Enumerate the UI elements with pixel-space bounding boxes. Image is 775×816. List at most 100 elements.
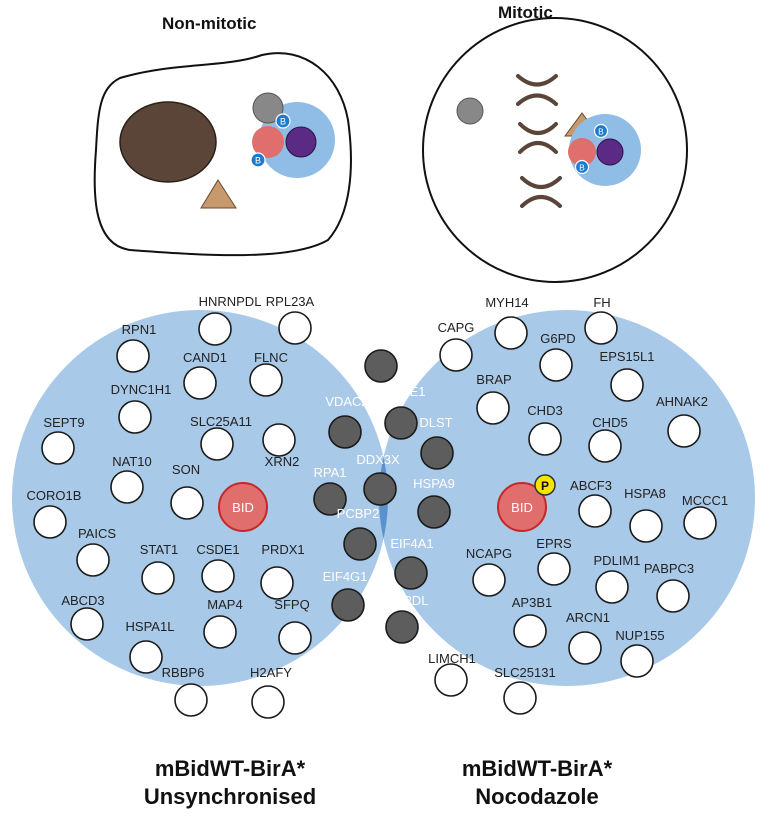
overlap-protein-node: VDAC2	[325, 394, 369, 449]
protein-label: VDAC2	[325, 394, 368, 409]
protein-label: RPL23A	[266, 294, 315, 309]
left-protein-node: DYNC1H1	[111, 382, 172, 434]
left-condition-label: mBidWT-BirA* Unsynchronised	[70, 755, 390, 811]
svg-text:P: P	[541, 479, 549, 493]
protein-label: PABPC3	[644, 561, 694, 576]
protein-label: BRAP	[476, 372, 511, 387]
protein-label: RPN1	[122, 322, 157, 337]
overlap-protein-node: EIF4A1	[390, 536, 434, 590]
right-protein-node: EPS15L1	[600, 349, 655, 402]
left-condition-line1: mBidWT-BirA*	[154, 756, 306, 781]
right-protein-node: MYH14	[485, 295, 529, 350]
phospho-badge: P	[534, 474, 556, 496]
protein-circle	[385, 610, 419, 644]
svg-text:BID: BID	[232, 500, 254, 515]
chromosome	[520, 176, 562, 208]
protein-label: SLC25A11	[190, 414, 252, 429]
left-protein-node: CAND1	[183, 350, 227, 400]
protein-label: PRDX1	[261, 542, 304, 557]
right-protein-node: AHNAK2	[656, 394, 708, 448]
purple-organelle	[285, 126, 317, 158]
protein-circle	[328, 415, 362, 449]
right-protein-node: ABCF3	[570, 478, 612, 528]
protein-circle	[249, 363, 283, 397]
protein-circle	[141, 561, 175, 595]
left-protein-node: NAT10	[110, 454, 152, 504]
overlap-protein-node: DLST	[419, 415, 454, 470]
protein-circle	[384, 406, 418, 440]
protein-circle	[434, 663, 468, 697]
left-protein-node: HNRNPDL	[198, 294, 262, 346]
protein-circle	[584, 311, 618, 345]
left-protein-node: SEPT9	[41, 415, 85, 465]
left-protein-node: FLNC	[249, 350, 288, 397]
protein-label: RPA1	[314, 465, 347, 480]
protein-label: SLC25131	[494, 665, 555, 680]
protein-circle	[513, 614, 547, 648]
protein-circle	[170, 486, 204, 520]
protein-circle	[417, 495, 451, 529]
protein-circle	[629, 509, 663, 543]
overlap-protein-node: HNRNPDL	[366, 593, 429, 644]
protein-label: DYNC1H1	[111, 382, 172, 397]
protein-circle	[620, 644, 654, 678]
protein-circle	[578, 494, 612, 528]
protein-circle	[110, 470, 144, 504]
protein-circle	[116, 339, 150, 373]
overlap-protein-node: PCBP2	[337, 506, 380, 561]
left-protein-node: CORO1B	[27, 488, 81, 539]
left-protein-node: H2AFY	[250, 665, 292, 719]
red-organelle	[568, 138, 596, 166]
svg-text:B: B	[280, 117, 286, 127]
protein-circle	[278, 311, 312, 345]
protein-circle	[610, 368, 644, 402]
protein-circle	[251, 685, 285, 719]
overlap-protein-node: DSP	[364, 334, 398, 383]
biotin-badge: B	[275, 113, 291, 129]
svg-text:B: B	[255, 156, 261, 166]
protein-circle	[200, 427, 234, 461]
right-protein-node: EPRS	[536, 536, 572, 586]
protein-label: EIF4A1	[390, 536, 433, 551]
protein-label: HNRNPDL	[366, 593, 429, 608]
protein-label: CAND1	[183, 350, 227, 365]
left-protein-node: MAP4	[203, 597, 243, 649]
protein-circle	[262, 423, 296, 457]
overlap-protein-node: HUWE1	[379, 384, 425, 440]
protein-circle	[667, 414, 701, 448]
overlap-protein-node: EIF4G1	[323, 569, 367, 622]
chromosome	[516, 74, 558, 106]
right-protein-node: SLC25131	[494, 665, 556, 715]
protein-circle	[683, 506, 717, 540]
protein-label: DSP	[365, 334, 392, 349]
right-condition-label: mBidWT-BirA* Nocodazole	[377, 755, 697, 811]
protein-circle	[183, 366, 217, 400]
protein-label: DLST	[419, 415, 452, 430]
mitotic-title: Mitotic	[498, 3, 553, 22]
protein-label: HNRNPDL	[199, 294, 262, 309]
protein-circle	[656, 579, 690, 613]
protein-circle	[539, 348, 573, 382]
protein-label: EPS15L1	[600, 349, 655, 364]
svg-text:B: B	[579, 163, 585, 173]
protein-label: H2AFY	[250, 665, 292, 680]
chromosome	[518, 122, 558, 154]
right-protein-node: CAPG	[438, 320, 474, 372]
protein-circle	[203, 615, 237, 649]
right-protein-node: AP3B1	[512, 595, 552, 648]
right-protein-node: CHD3	[527, 403, 563, 456]
protein-label: HSPA8	[624, 486, 666, 501]
protein-label: STAT1	[140, 542, 179, 557]
left-protein-node: PAICS	[76, 526, 116, 577]
protein-label: PCBP2	[337, 506, 380, 521]
protein-label: RBBP6	[162, 665, 205, 680]
left-protein-node: RPL23A	[266, 294, 315, 345]
protein-label: PAICS	[78, 526, 116, 541]
protein-label: G6PD	[540, 331, 575, 346]
red-organelle	[252, 126, 284, 158]
triangle-organelle	[200, 179, 237, 209]
protein-circle	[118, 400, 152, 434]
left-protein-node: SFPQ	[274, 597, 312, 655]
biotin-badge: B	[250, 152, 266, 168]
right-protein-node: LIMCH1	[428, 651, 476, 697]
